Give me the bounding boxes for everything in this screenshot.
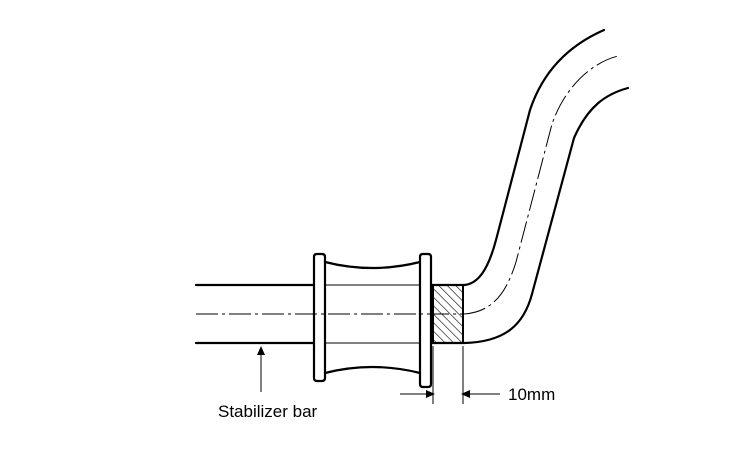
dimension-10mm bbox=[400, 346, 500, 404]
bushing-right-flange bbox=[418, 252, 433, 389]
stabilizer-bar bbox=[194, 28, 630, 345]
stabilizer-bar-label: Stabilizer bar bbox=[218, 402, 318, 421]
bushing-body-top bbox=[323, 260, 422, 270]
bushing-left-flange bbox=[312, 252, 327, 383]
bar-bend-lower-edge bbox=[462, 86, 630, 345]
bar-bend-centerline bbox=[463, 55, 619, 315]
bar-bend-upper-edge bbox=[462, 28, 606, 287]
bushing-body-bottom bbox=[323, 365, 422, 375]
rubber-bushing bbox=[312, 252, 433, 389]
dimension-label: 10mm bbox=[508, 385, 555, 404]
